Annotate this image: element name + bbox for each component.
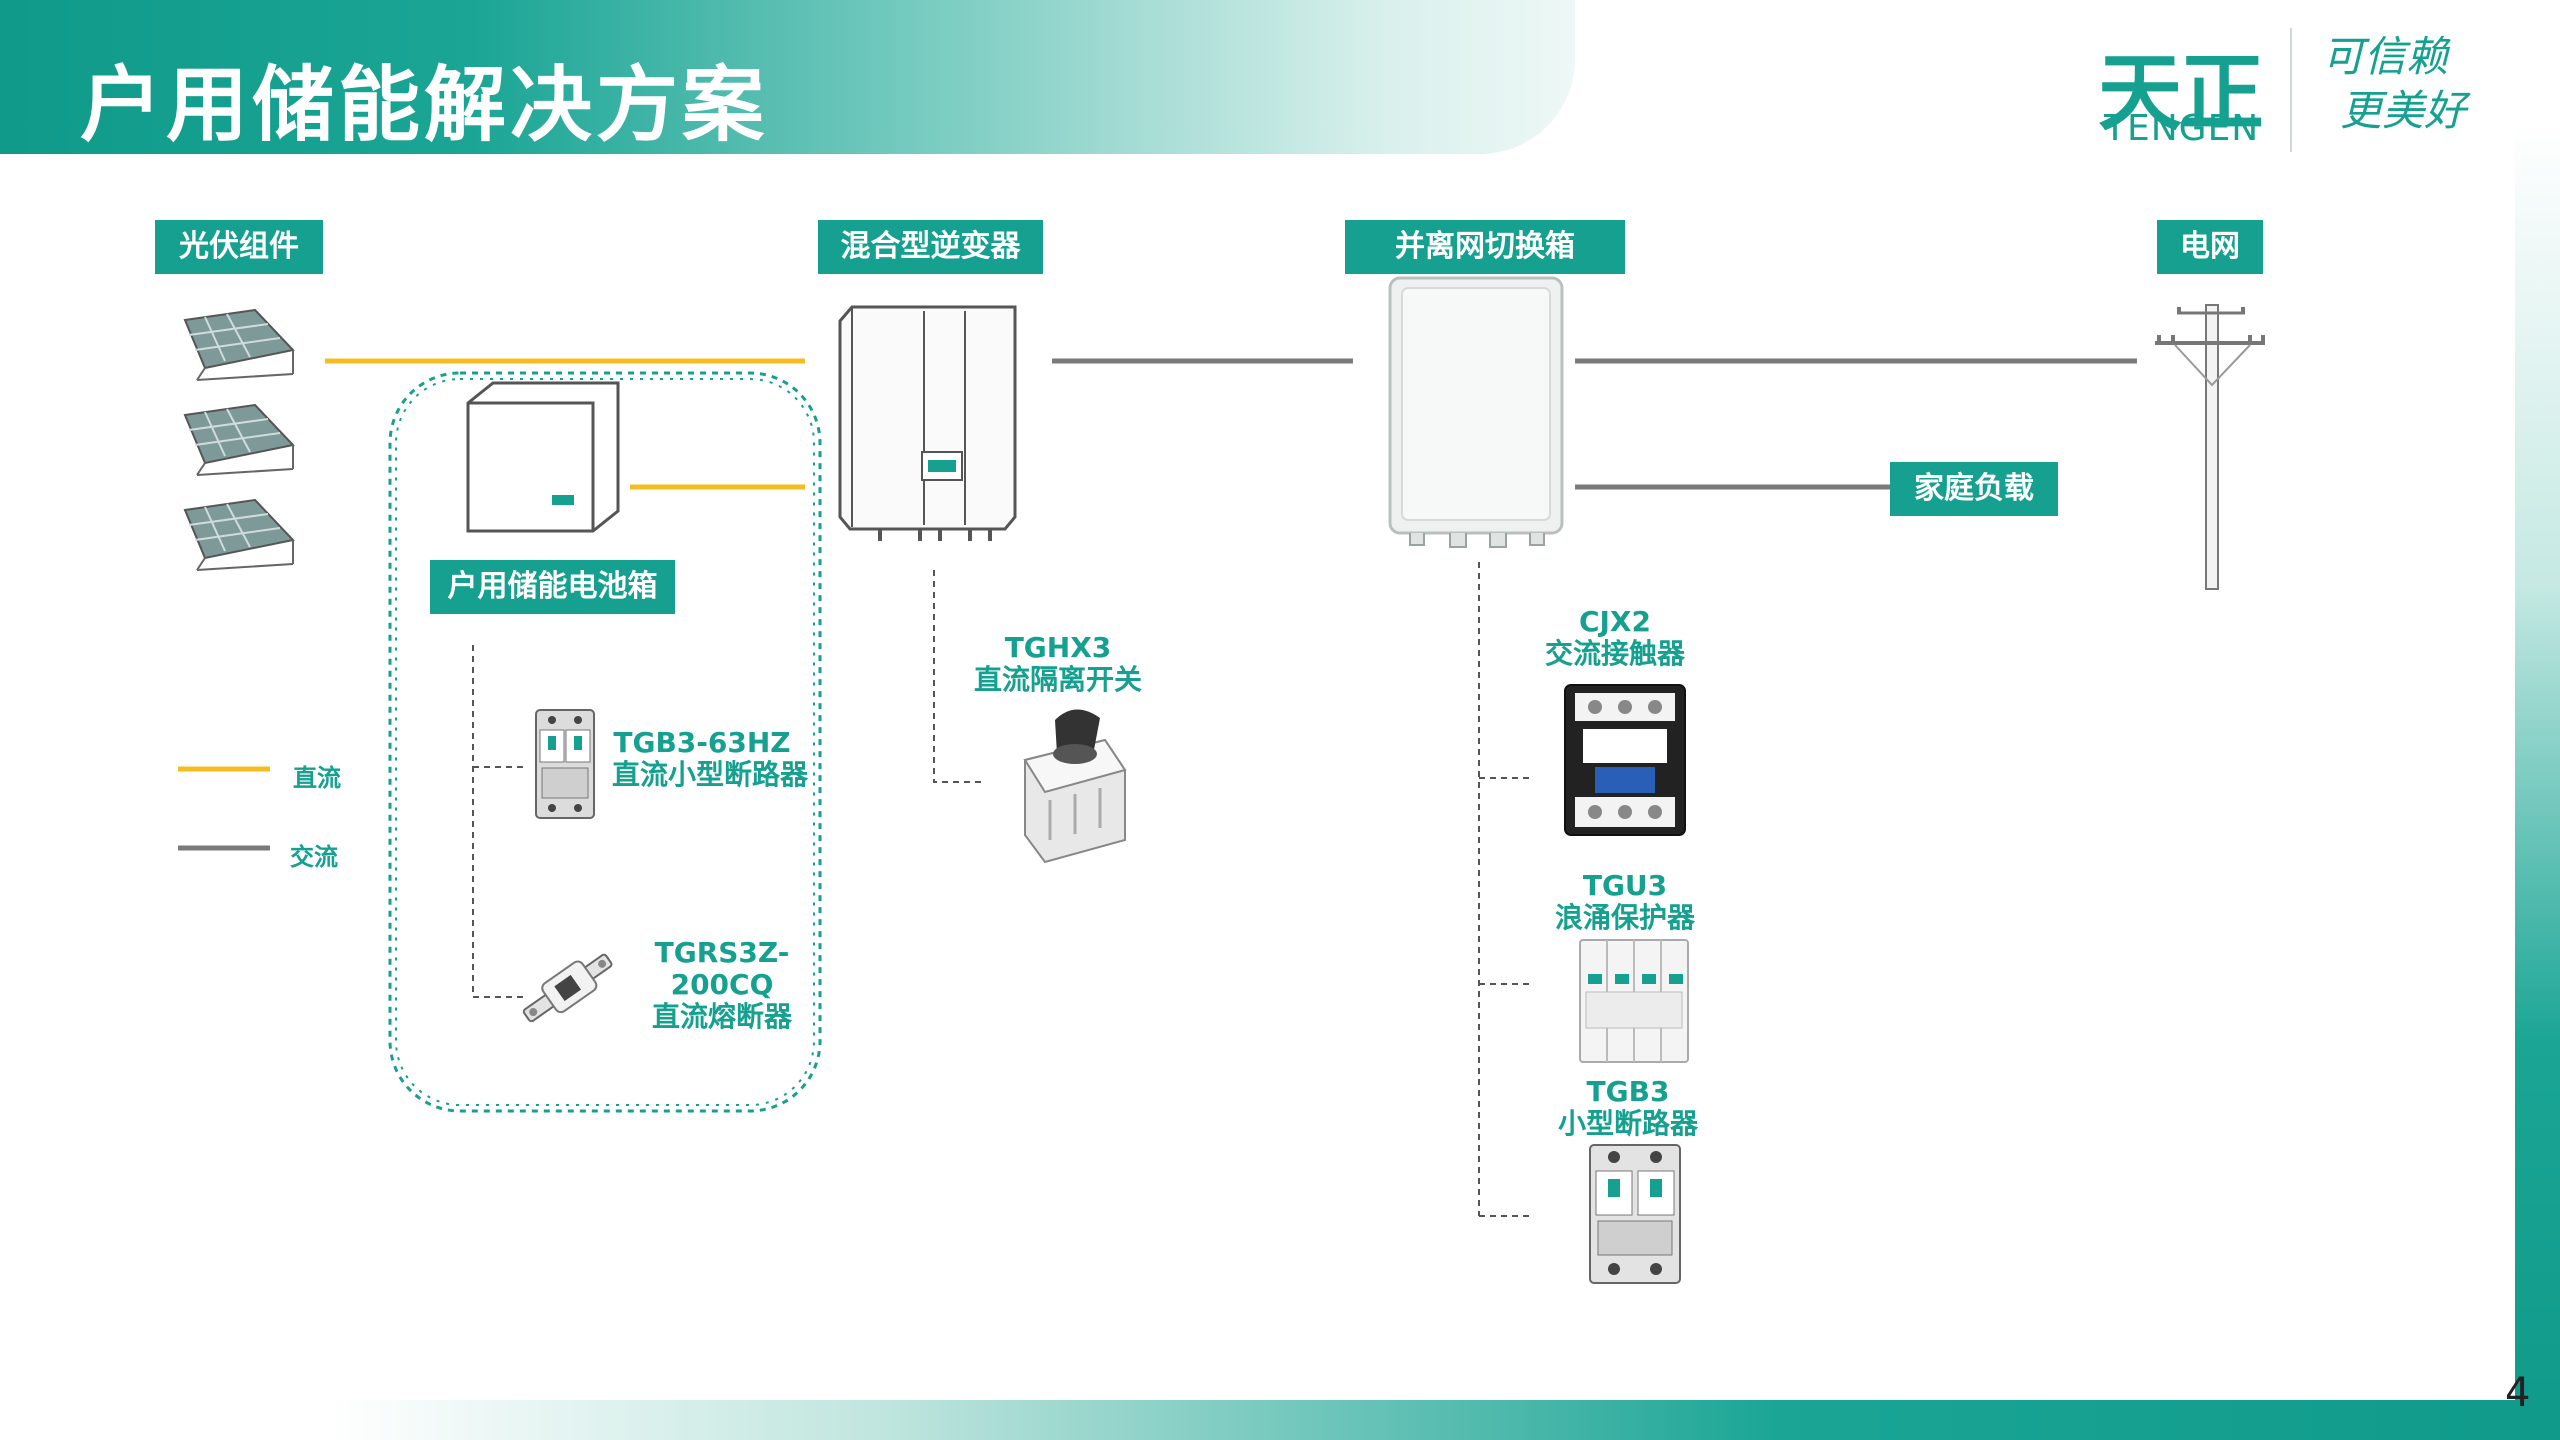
solar-panel-icon — [183, 308, 295, 381]
logo-divider — [2290, 28, 2292, 152]
logo-english: TENGEN — [2104, 108, 2260, 149]
battery-branch-line — [472, 645, 526, 998]
dc-isolator-switch-icon — [1023, 709, 1127, 864]
model-name: TGU3 — [1582, 869, 1668, 902]
title-band — [0, 0, 1575, 154]
legend-dc-label: 直流 — [293, 764, 341, 792]
label-switch-box: 并离网切换箱 — [1345, 220, 1625, 274]
caption-tgb3-63hz: TGB3-63HZ 直流小型断路器 — [612, 726, 809, 791]
caption-tgb3: TGB3 小型断路器 — [1538, 1076, 1718, 1140]
caption-tgrs3z: TGRS3Z- 200CQ 直流熔断器 — [632, 937, 812, 1033]
battery-group-outline — [388, 371, 822, 1113]
switch-box-icon — [1388, 276, 1564, 548]
legend-ac-label: 交流 — [290, 843, 338, 871]
slogan: 可信赖 更美好 — [2322, 30, 2466, 138]
solar-panel-icon — [183, 498, 295, 571]
product-name: 直流隔离开关 — [973, 663, 1142, 696]
bottom-decor-band — [330, 1400, 2560, 1440]
page-title: 户用储能解决方案 — [80, 58, 769, 153]
inverter-branch-line — [933, 570, 985, 783]
product-name: 浪涌保护器 — [1554, 901, 1695, 934]
model-name: TGB3-63HZ — [613, 726, 791, 759]
label-hybrid-inverter: 混合型逆变器 — [818, 220, 1043, 274]
ac-mcb-icon — [1589, 1144, 1681, 1284]
caption-cjx2: CJX2 交流接触器 — [1525, 606, 1705, 670]
label-pv-modules: 光伏组件 — [155, 220, 323, 274]
slide-canvas — [0, 0, 2515, 1400]
switchbox-branch-line — [1478, 562, 1530, 1217]
slogan-line-2: 更美好 — [2340, 86, 2467, 135]
product-name: 小型断路器 — [1557, 1107, 1698, 1140]
solar-panel-icon — [183, 403, 295, 476]
product-name: 直流熔断器 — [651, 1000, 792, 1033]
right-decor-band — [2515, 120, 2560, 1440]
model-name: TGRS3Z- — [654, 936, 790, 969]
dc-fuse-icon — [522, 953, 613, 1023]
battery-box-icon — [466, 381, 620, 533]
model-name: TGB3 — [1586, 1075, 1670, 1108]
label-grid: 电网 — [2157, 220, 2263, 274]
ac-contactor-icon — [1564, 684, 1686, 836]
page-number: 4 — [2505, 1370, 2531, 1416]
caption-tghx3: TGHX3 直流隔离开关 — [968, 632, 1148, 696]
caption-tgu3: TGU3 浪涌保护器 — [1535, 870, 1715, 934]
logo-chinese: 天正 — [2098, 44, 2264, 142]
label-battery-box: 户用储能电池箱 — [430, 560, 675, 614]
label-home-load: 家庭负载 — [1890, 462, 2058, 516]
product-name: 交流接触器 — [1544, 637, 1685, 670]
dc-mcb-icon — [535, 709, 595, 819]
model-name: TGHX3 — [1004, 631, 1112, 664]
model-name: CJX2 — [1578, 605, 1652, 638]
utility-pole-icon — [2155, 304, 2265, 590]
surge-protector-icon — [1579, 939, 1689, 1063]
slogan-line-1: 可信赖 — [2322, 32, 2449, 81]
model-name-cont: 200CQ — [670, 968, 774, 1001]
hybrid-inverter-icon — [838, 305, 1017, 541]
product-name: 直流小型断路器 — [612, 758, 809, 791]
